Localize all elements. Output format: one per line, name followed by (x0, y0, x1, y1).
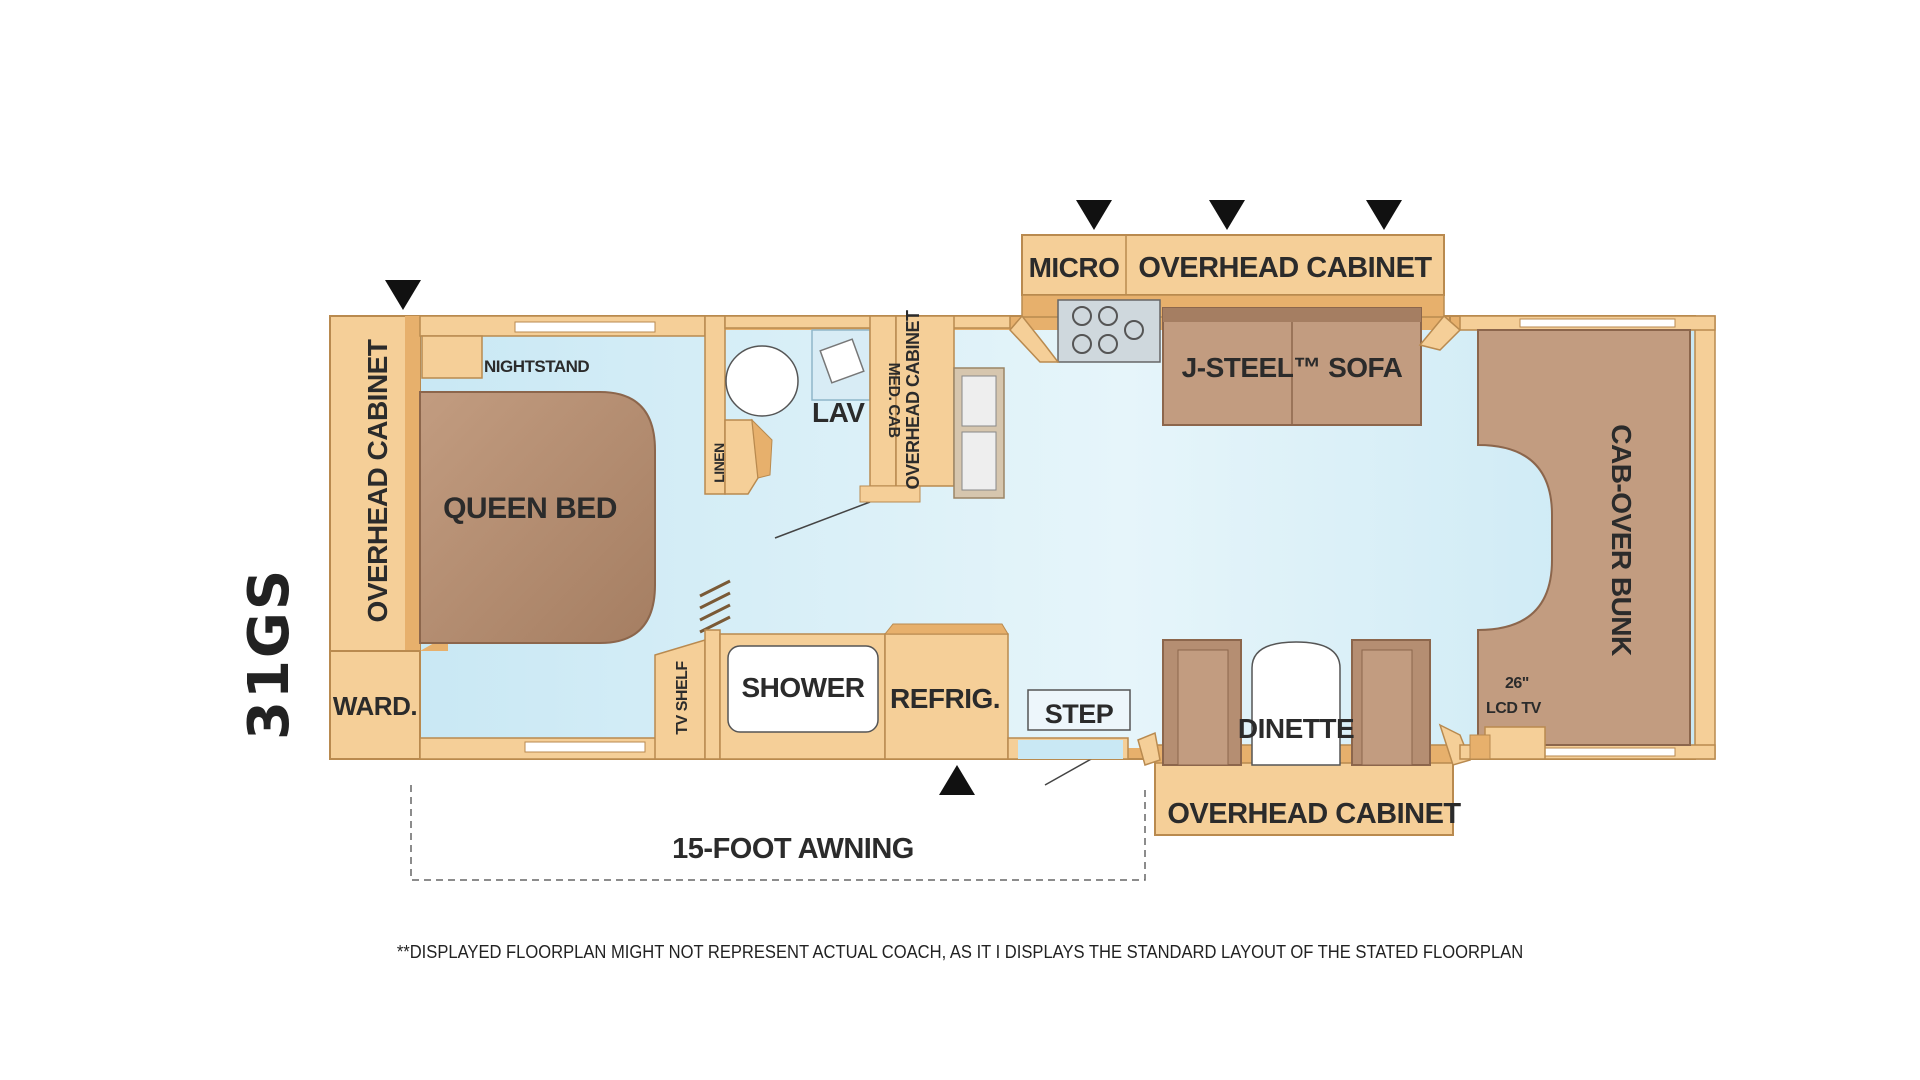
wardrobe (329, 635, 448, 760)
shower (719, 633, 886, 760)
label-shower: SHOWER (742, 672, 865, 703)
label-lcd-tv: LCD TV (1486, 700, 1542, 717)
bath-overhead-cabinet (895, 315, 1005, 499)
nightstand (421, 335, 483, 379)
label-tv-shelf: TV SHELF (674, 661, 691, 735)
toilet (725, 345, 799, 417)
label-awning: 15-FOOT AWNING (672, 833, 914, 865)
label-overhead-bottom: OVERHEAD CABINET (1167, 798, 1461, 830)
rear-overhead-cabinet (329, 315, 421, 652)
label-step: STEP (1045, 699, 1114, 729)
label-lcd-tv-size: 26" (1505, 675, 1529, 692)
label-sofa: J-STEEL™ SOFA (1182, 352, 1403, 383)
stove (1057, 299, 1161, 363)
disclaimer-text: **DISPLAYED FLOORPLAN MIGHT NOT REPRESEN… (396, 942, 1524, 962)
label-wardrobe: WARD. (333, 691, 417, 721)
awning-outline (410, 785, 1146, 881)
label-dinette: DINETTE (1238, 713, 1354, 744)
label-overhead-top: OVERHEAD CABINET (1138, 252, 1432, 284)
linen-cabinet (724, 418, 773, 495)
refrigerator (883, 623, 1009, 760)
label-med-cab: MED. CAB (885, 362, 902, 437)
label-queen-bed: QUEEN BED (443, 492, 617, 525)
label-linen: LINEN (711, 443, 727, 483)
label-overhead-bath: OVERHEAD CABINET (903, 310, 923, 490)
label-refrig: REFRIG. (890, 683, 1000, 714)
dinette (1162, 639, 1431, 766)
label-cab-over-bunk: CAB-OVER BUNK (1606, 424, 1637, 656)
label-nightstand: NIGHTSTAND (484, 357, 589, 376)
marker-arrows (385, 200, 1402, 795)
med-cabinet (869, 315, 897, 487)
tv-cabinet (1469, 726, 1546, 760)
model-number: 31GS (237, 567, 302, 740)
sofa (1162, 307, 1422, 426)
lav-sink (811, 329, 871, 401)
label-lav: LAV (812, 397, 865, 428)
queen-bed (419, 391, 656, 644)
entry-step (1027, 689, 1131, 731)
label-overhead-rear: OVERHEAD CABINET (362, 339, 393, 622)
label-micro: MICRO (1029, 252, 1120, 283)
